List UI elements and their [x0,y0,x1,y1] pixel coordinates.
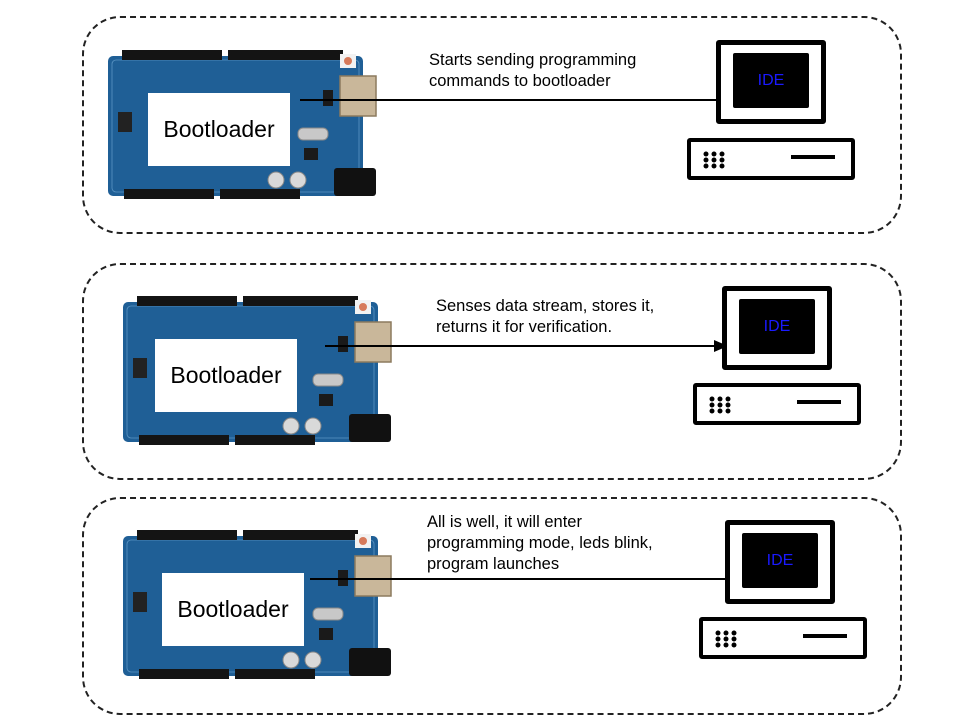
step-3-panel [82,497,902,715]
drive-slot [791,155,835,159]
vent-dots-icon [709,396,731,414]
connection-line-1 [300,99,718,101]
computer-monitor-3: IDE [725,520,835,604]
ide-screen-1: IDE [733,53,809,108]
ide-screen-3: IDE [742,533,818,588]
drive-slot [797,400,841,404]
ide-screen-2: IDE [739,299,815,354]
message-line: Starts sending programming [429,51,637,69]
vent-dots-icon [715,630,737,648]
step-3-message: All is well, it will enter programming m… [427,512,653,575]
ide-label: IDE [757,71,785,89]
message-line: program launches [427,555,560,573]
bootloader-label-3: Bootloader [162,573,304,646]
connection-line-2 [325,345,718,347]
ide-label: IDE [763,317,791,335]
message-line: returns it for verification. [436,318,613,336]
message-line: commands to bootloader [429,72,611,90]
message-line: All is well, it will enter [427,513,582,531]
vent-dots-icon [703,151,725,169]
message-line: programming mode, leds blink, [427,534,653,552]
step-1-message: Starts sending programming commands to b… [429,50,636,92]
step-1-panel [82,16,902,234]
arrow-head-icon [714,340,728,352]
computer-monitor-1: IDE [716,40,826,124]
bootloader-label-1: Bootloader [148,93,290,166]
drive-slot [803,634,847,638]
step-2-panel [82,263,902,480]
ide-label: IDE [766,551,794,569]
message-line: Senses data stream, stores it, [436,297,655,315]
computer-tower-3 [699,617,867,659]
connection-line-3 [310,578,726,580]
computer-tower-2 [693,383,861,425]
computer-tower-1 [687,138,855,180]
bootloader-label-2: Bootloader [155,339,297,412]
step-2-message: Senses data stream, stores it, returns i… [436,296,654,338]
computer-monitor-2: IDE [722,286,832,370]
